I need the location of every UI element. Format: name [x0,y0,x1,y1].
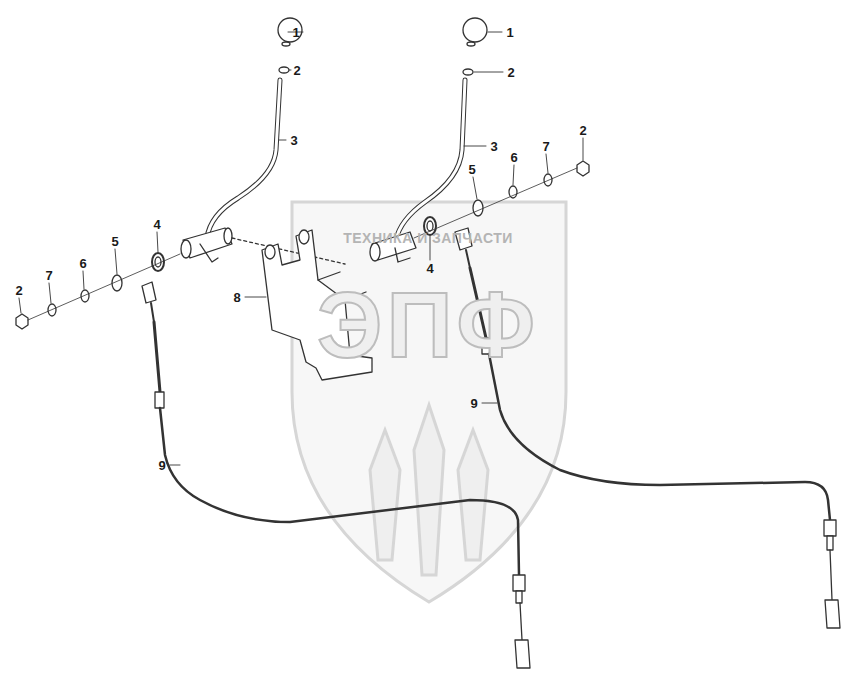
watermark-text: ТЕХНИКА И ЗАПЧАСТИ [343,231,513,245]
callout-number: 6 [508,150,519,165]
callout-number: 2 [13,283,24,298]
callout-number: 4 [424,261,435,276]
callout-number: 3 [488,139,499,154]
callout-number: 1 [290,25,301,40]
watermark-logo: ЭПФ [317,279,539,371]
callout-number: 9 [156,458,167,473]
callout-number: 8 [231,290,242,305]
callout-number: 5 [466,162,477,177]
callout-number: 6 [77,256,88,271]
callout-number: 2 [291,63,302,78]
illustration [16,18,840,668]
callout-number: 2 [577,123,588,138]
callout-number: 7 [540,139,551,154]
callout-number: 1 [504,25,515,40]
callout-number: 5 [109,234,120,249]
callout-number: 3 [288,133,299,148]
callout-number: 7 [43,268,54,283]
callout-number: 4 [151,217,162,232]
watermark-shield [292,202,566,602]
callout-number: 9 [468,396,479,411]
callout-number: 2 [505,65,516,80]
